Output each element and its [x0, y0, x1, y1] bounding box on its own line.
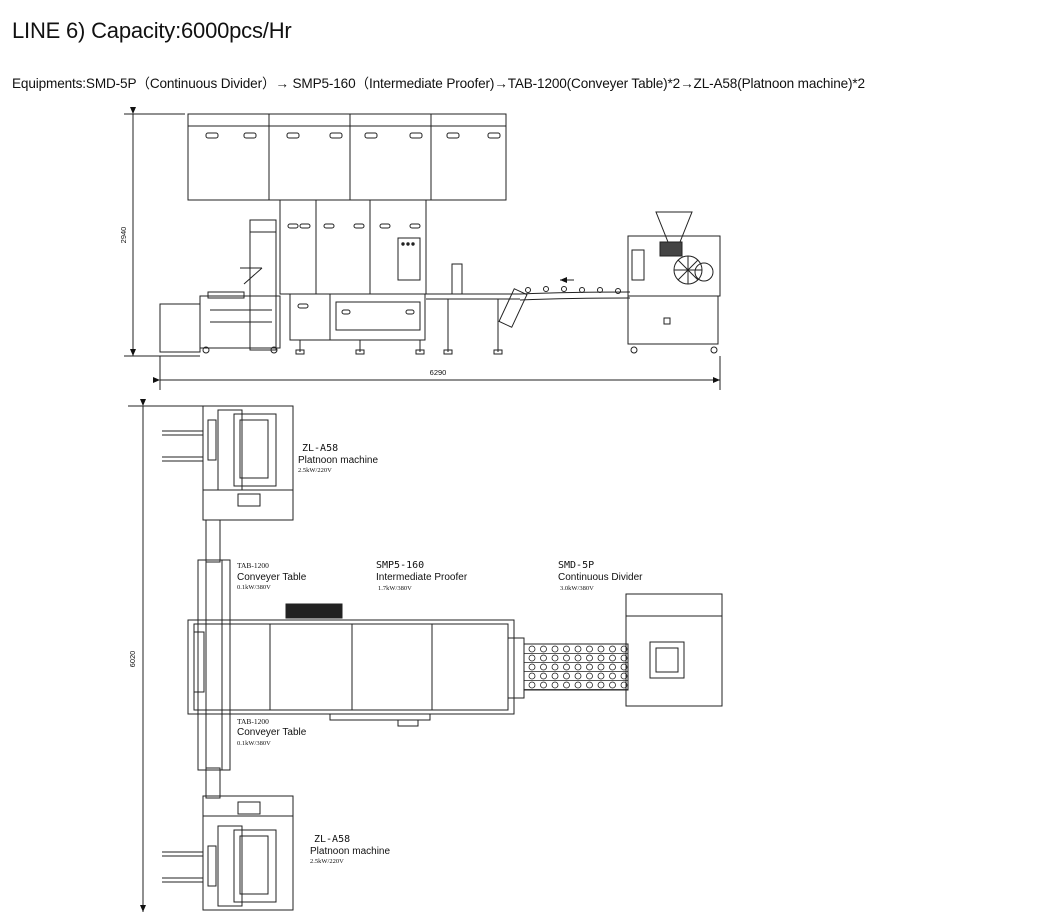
divider-conveyor-rows	[507, 637, 629, 699]
dough-piece-icon	[551, 672, 559, 680]
machine-power: 0.1kW/380V	[237, 584, 271, 591]
platnoon-machine-top-2	[162, 795, 294, 911]
dough-piece-icon	[563, 654, 570, 662]
dough-piece-icon	[574, 645, 582, 653]
machine-power: 2.5kW/220V	[298, 467, 332, 474]
dough-piece-icon	[540, 645, 547, 653]
machine-code: TAB-1200	[237, 717, 269, 726]
dough-piece-icon	[563, 681, 570, 689]
conveyer-table-top	[197, 519, 231, 799]
dough-piece-icon	[620, 681, 628, 689]
dough-piece-icon	[528, 672, 536, 680]
machine-name: Conveyer Table	[237, 572, 307, 583]
dough-piece-icon	[597, 654, 605, 662]
proofer-top-cabinet	[187, 113, 507, 201]
label-smp5-160: SMP5-160 Intermediate Proofer 1.7kW/380V	[376, 560, 468, 592]
machine-name: Platnoon machine	[310, 846, 390, 857]
platnoon-machine-top-1	[162, 405, 294, 521]
dough-piece-icon	[528, 645, 536, 653]
machine-code: SMP5-160	[376, 560, 424, 571]
label-smd-5p: SMD-5P Continuous Divider 3.0kW/380V	[558, 560, 643, 592]
dough-piece-icon	[597, 663, 605, 671]
machine-name: Intermediate Proofer	[376, 572, 468, 583]
dough-piece-icon	[540, 681, 547, 689]
dough-piece-icon	[609, 681, 616, 689]
dough-piece-icon	[540, 654, 547, 662]
machine-code: ZL-A58	[314, 834, 350, 845]
dough-piece-icon	[528, 681, 536, 689]
conveyer-table-side	[240, 219, 277, 351]
dough-piece-icon	[597, 681, 605, 689]
proofer-middle-body	[279, 199, 427, 295]
side-conveyer	[426, 263, 631, 355]
dough-piece-icon	[620, 645, 628, 653]
machine-power: 3.0kW/380V	[560, 585, 594, 592]
machine-code: SMD-5P	[558, 560, 594, 571]
dough-piece-icon	[609, 663, 616, 671]
divider-machine-side	[627, 211, 721, 354]
machine-name: Conveyer Table	[237, 727, 307, 738]
label-tab-1200-top: TAB-1200 Conveyer Table 0.1kW/380V	[237, 561, 307, 591]
proofer-top-view	[187, 603, 515, 727]
side-view	[124, 107, 721, 390]
equipment-list: Equipments:SMD-5P（Continuous Divider）→ S…	[12, 76, 865, 91]
dough-piece-icon	[574, 672, 582, 680]
machine-power: 1.7kW/380V	[378, 585, 412, 592]
dough-piece-icon	[609, 654, 616, 662]
machine-power: 2.5kW/220V	[310, 858, 344, 865]
divider-machine-top	[625, 593, 723, 707]
dough-piece-icon	[551, 681, 559, 689]
label-zl-a58-bottom: ZL-A58 Platnoon machine 2.5kW/220V	[310, 834, 390, 865]
dough-piece-icon	[586, 645, 593, 653]
height-dimension-label: 2940	[119, 227, 128, 244]
dough-piece-icon	[574, 663, 582, 671]
dough-piece-icon	[563, 663, 570, 671]
divider-dough-grid	[524, 645, 628, 690]
label-tab-1200-bottom: TAB-1200 Conveyer Table 0.1kW/380V	[237, 717, 307, 747]
dough-piece-icon	[620, 663, 628, 671]
top-height-dimension-label: 6020	[128, 651, 137, 668]
width-dimension-label: 6290	[430, 368, 447, 377]
dough-piece-icon	[540, 663, 547, 671]
dough-piece-icon	[586, 654, 593, 662]
dough-piece-icon	[609, 645, 616, 653]
dough-piece-icon	[563, 672, 570, 680]
machine-power: 0.1kW/380V	[237, 740, 271, 747]
dough-piece-icon	[574, 654, 582, 662]
dough-piece-icon	[551, 654, 559, 662]
machine-code: ZL-A58	[302, 443, 338, 454]
dough-piece-icon	[551, 663, 559, 671]
dough-piece-icon	[528, 654, 536, 662]
dough-piece-icon	[586, 663, 593, 671]
machine-name: Continuous Divider	[558, 572, 643, 583]
dough-piece-icon	[620, 672, 628, 680]
dough-piece-icon	[540, 672, 547, 680]
dough-piece-icon	[551, 645, 559, 653]
dough-piece-icon	[609, 672, 616, 680]
dough-piece-icon	[620, 654, 628, 662]
dough-piece-icon	[528, 663, 536, 671]
label-zl-a58-top: ZL-A58 Platnoon machine 2.5kW/220V	[298, 443, 378, 474]
dough-piece-icon	[574, 681, 582, 689]
machine-code: TAB-1200	[237, 561, 269, 570]
dough-piece-icon	[586, 681, 593, 689]
machine-name: Platnoon machine	[298, 455, 378, 466]
dough-piece-icon	[597, 645, 605, 653]
proofer-lower-body	[289, 293, 426, 355]
top-view	[128, 399, 723, 912]
dough-piece-icon	[586, 672, 593, 680]
page-title: LINE 6) Capacity:6000pcs/Hr	[12, 18, 292, 43]
platnoon-machine-side	[159, 291, 281, 354]
dough-piece-icon	[563, 645, 570, 653]
dough-piece-icon	[597, 672, 605, 680]
